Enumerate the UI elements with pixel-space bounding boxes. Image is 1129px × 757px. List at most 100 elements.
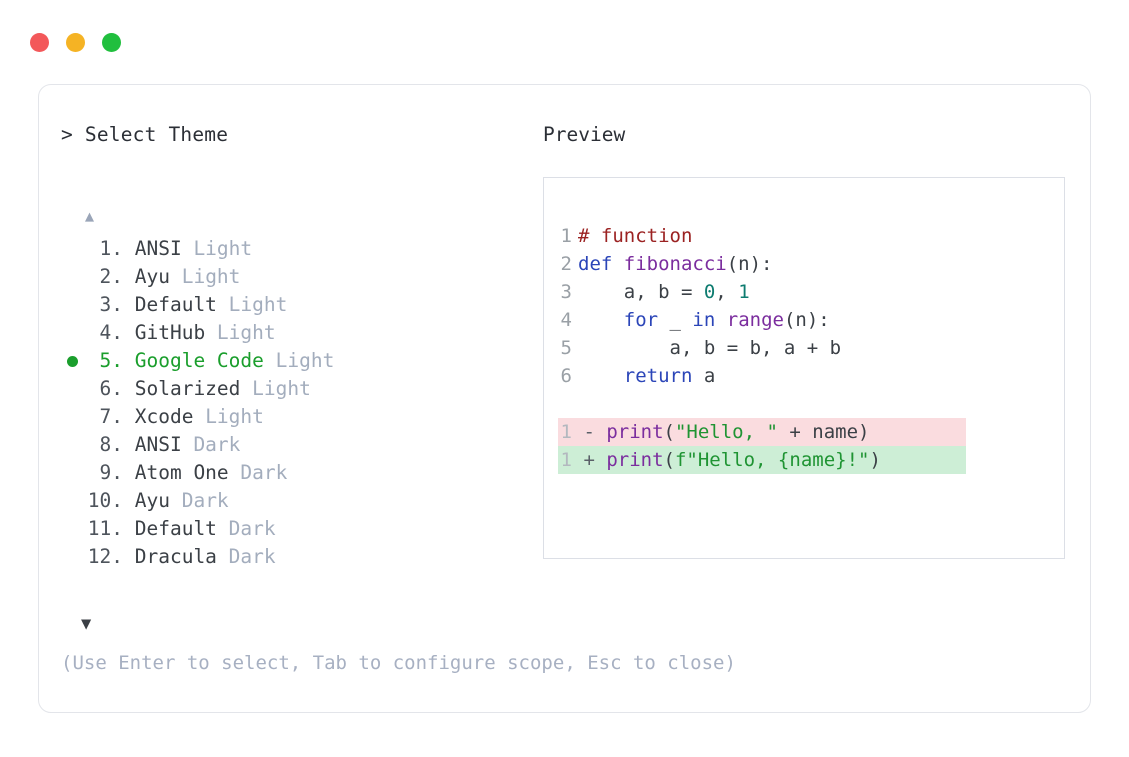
code-line: 1# function (558, 222, 1064, 250)
diff-line-text: print("Hello, " + name) (606, 421, 869, 443)
code-line-text: # function (572, 225, 692, 247)
diff-sign: + (572, 449, 607, 471)
theme-list-item[interactable]: 2. Ayu Light (61, 263, 531, 291)
scroll-up-icon[interactable]: ▲ (85, 207, 95, 225)
page-title: Select Theme (84, 123, 229, 146)
code-token: def (578, 253, 624, 275)
code-token: ( (663, 421, 675, 443)
theme-item-number: 9. (99, 461, 123, 484)
code-line: 6 return a (558, 362, 1064, 390)
theme-item-name: Dracula (123, 545, 217, 568)
window-close-button[interactable] (30, 33, 49, 52)
code-token (578, 309, 624, 331)
code-line: 5 a, b = b, a + b (558, 334, 1064, 362)
code-token: a (692, 365, 716, 387)
code-token: "Hello, " (674, 421, 778, 443)
theme-item-variant: Light (205, 321, 276, 344)
line-number: 4 (560, 309, 572, 331)
theme-item-variant: Dark (216, 545, 276, 568)
theme-item-number: 11. (87, 517, 123, 540)
code-token: in (692, 309, 716, 331)
window-maximize-button[interactable] (102, 33, 121, 52)
code-token: ( (663, 449, 675, 471)
code-token: print (606, 421, 664, 443)
diff-line-del: 1 - print("Hello, " + name) (558, 418, 966, 446)
theme-item-number: 7. (99, 405, 123, 428)
theme-item-name: Default (123, 517, 217, 540)
theme-list-item[interactable]: 4. GitHub Light (61, 319, 531, 347)
theme-item-name: Google Code (123, 349, 264, 372)
code-token: 0 (703, 281, 716, 303)
code-token: for (623, 309, 659, 331)
theme-item-name: Solarized (123, 377, 241, 400)
theme-item-variant: Dark (228, 461, 288, 484)
theme-item-variant: Dark (169, 489, 229, 512)
theme-list-item[interactable]: 10. Ayu Dark (61, 487, 531, 515)
theme-list-item[interactable]: 8. ANSI Dark (61, 431, 531, 459)
code-token: _ (658, 309, 693, 331)
line-number: 1 (560, 449, 572, 471)
code-line-text: for _ in range(n): (572, 309, 830, 331)
theme-item-number: 2. (99, 265, 123, 288)
theme-item-number: 3. (99, 293, 123, 316)
code-token: return (623, 365, 693, 387)
prompt-symbol: > (61, 123, 73, 146)
diff-sign: - (572, 421, 607, 443)
theme-list-item[interactable]: 11. Default Dark (61, 515, 531, 543)
line-number: 1 (560, 225, 572, 247)
theme-item-name: GitHub (123, 321, 206, 344)
theme-list-item[interactable]: 1. ANSI Light (61, 235, 531, 263)
theme-item-variant: Light (263, 349, 335, 372)
theme-list-item[interactable]: 7. Xcode Light (61, 403, 531, 431)
code-token: f"Hello, {name}!" (674, 449, 870, 471)
code-token: , (715, 281, 739, 303)
line-number: 6 (560, 365, 572, 387)
help-hint: (Use Enter to select, Tab to configure s… (61, 652, 736, 674)
diff-line-add: 1 + print(f"Hello, {name}!") (558, 446, 966, 474)
code-token: range (726, 309, 784, 331)
code-line-text: def fibonacci(n): (572, 253, 772, 275)
theme-item-number: 10. (87, 489, 123, 512)
theme-list-item[interactable]: 5. Google Code Light (61, 347, 531, 375)
theme-list-item[interactable]: 9. Atom One Dark (61, 459, 531, 487)
theme-item-number: 4. (99, 321, 123, 344)
theme-item-variant: Dark (181, 433, 241, 456)
diff-line-text: print(f"Hello, {name}!") (606, 449, 881, 471)
theme-item-number: 12. (87, 545, 123, 568)
code-token (578, 365, 624, 387)
prompt-header: > Select Theme (61, 123, 531, 147)
theme-list-item[interactable]: 3. Default Light (61, 291, 531, 319)
line-number: 2 (560, 253, 572, 275)
code-token: (n): (783, 309, 830, 331)
code-token: + name) (777, 421, 870, 443)
theme-item-variant: Dark (216, 517, 276, 540)
code-line: 4 for _ in range(n): (558, 306, 1064, 334)
code-token: ) (869, 449, 881, 471)
code-line-text: a, b = b, a + b (572, 337, 842, 359)
code-line-text: a, b = 0, 1 (572, 281, 750, 303)
scroll-down-icon[interactable]: ▼ (81, 614, 92, 634)
theme-item-name: Atom One (123, 461, 229, 484)
theme-item-variant: Light (240, 377, 311, 400)
theme-item-variant: Light (216, 293, 288, 316)
code-token: a, b = b, a + b (578, 337, 842, 359)
line-number: 1 (560, 421, 572, 443)
theme-list-item[interactable]: 6. Solarized Light (61, 375, 531, 403)
theme-item-number: 6. (99, 377, 123, 400)
theme-list-item[interactable]: 12. Dracula Dark (61, 543, 531, 571)
code-token: fibonacci (623, 253, 727, 275)
window-minimize-button[interactable] (66, 33, 85, 52)
code-line-text: return a (572, 365, 716, 387)
code-token: a, b = (578, 281, 704, 303)
theme-item-name: Default (123, 293, 217, 316)
line-number: 5 (560, 337, 572, 359)
theme-item-name: Ayu (123, 265, 170, 288)
theme-item-number: 8. (99, 433, 123, 456)
